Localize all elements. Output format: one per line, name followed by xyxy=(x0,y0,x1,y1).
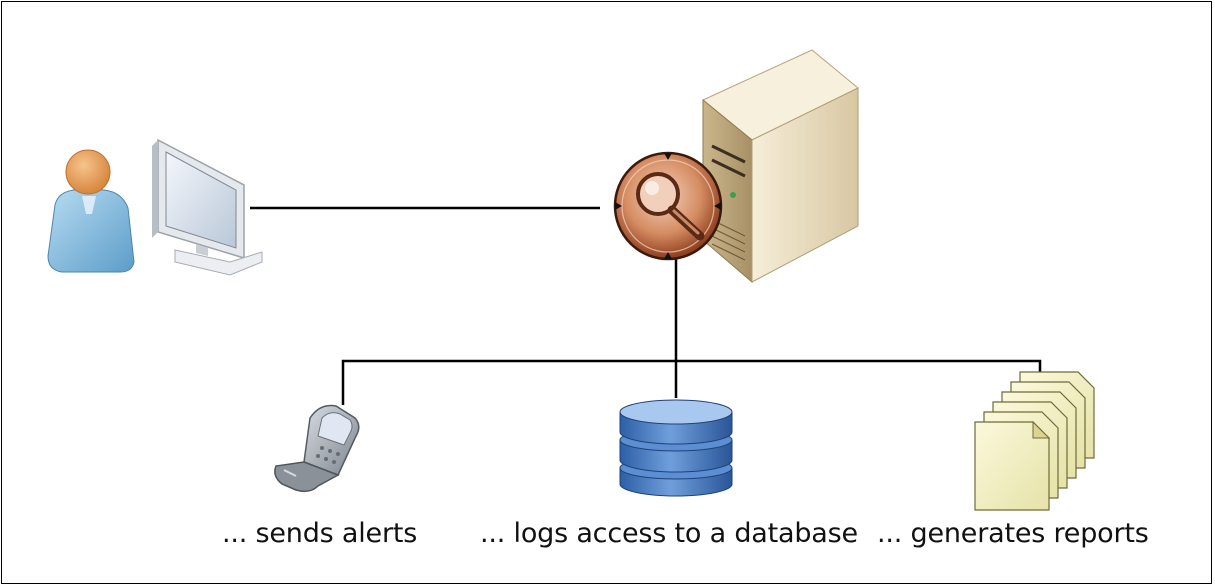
mobile-phone-icon xyxy=(274,404,360,493)
server-tower-icon xyxy=(702,49,859,284)
monitor-icon xyxy=(152,138,263,276)
magnifier-monitoring-icon xyxy=(613,151,723,261)
caption-logs-database: ... logs access to a database xyxy=(480,518,858,549)
database-icon xyxy=(619,399,733,497)
documents-stack-icon xyxy=(974,371,1095,511)
caption-generates-reports: ... generates reports xyxy=(877,518,1149,549)
connector-lines xyxy=(250,206,1042,405)
user-icon xyxy=(47,149,135,273)
distribution-bus-line xyxy=(341,359,1042,405)
caption-sends-alerts: ... sends alerts xyxy=(222,518,418,549)
